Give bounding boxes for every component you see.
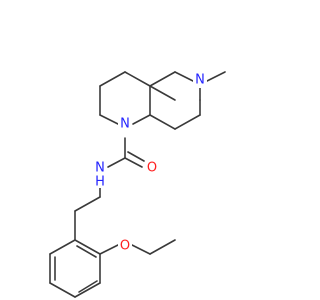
bond <box>78 280 98 293</box>
atom-labels: N N O N H O <box>93 72 207 254</box>
bond <box>74 239 101 255</box>
bond <box>174 71 194 82</box>
bond <box>124 71 151 87</box>
bond <box>124 157 143 168</box>
bond <box>149 114 176 130</box>
bond <box>131 244 151 255</box>
bond <box>74 196 101 212</box>
bond <box>76 245 97 258</box>
atom-h-amide: H <box>95 175 105 190</box>
bond <box>99 114 119 125</box>
atom-o-ether: O <box>120 239 130 254</box>
bond <box>74 282 101 298</box>
bond <box>99 71 126 87</box>
atom-n-ring: N <box>120 117 130 132</box>
bond <box>149 71 176 87</box>
bond <box>132 114 151 125</box>
bond <box>206 71 226 82</box>
bond <box>49 282 76 298</box>
bond <box>149 85 176 101</box>
bond <box>149 239 176 255</box>
bond <box>127 151 145 162</box>
bond <box>174 114 201 130</box>
atom-n-methylamine: N <box>195 73 205 88</box>
bond <box>107 157 126 168</box>
bond <box>49 239 76 255</box>
molecule-structure: N N O N H O <box>49 71 226 298</box>
atom-n-amide: N <box>95 161 105 176</box>
bond <box>99 244 119 255</box>
atom-o-carbonyl: O <box>147 161 157 176</box>
bonds <box>49 71 226 298</box>
